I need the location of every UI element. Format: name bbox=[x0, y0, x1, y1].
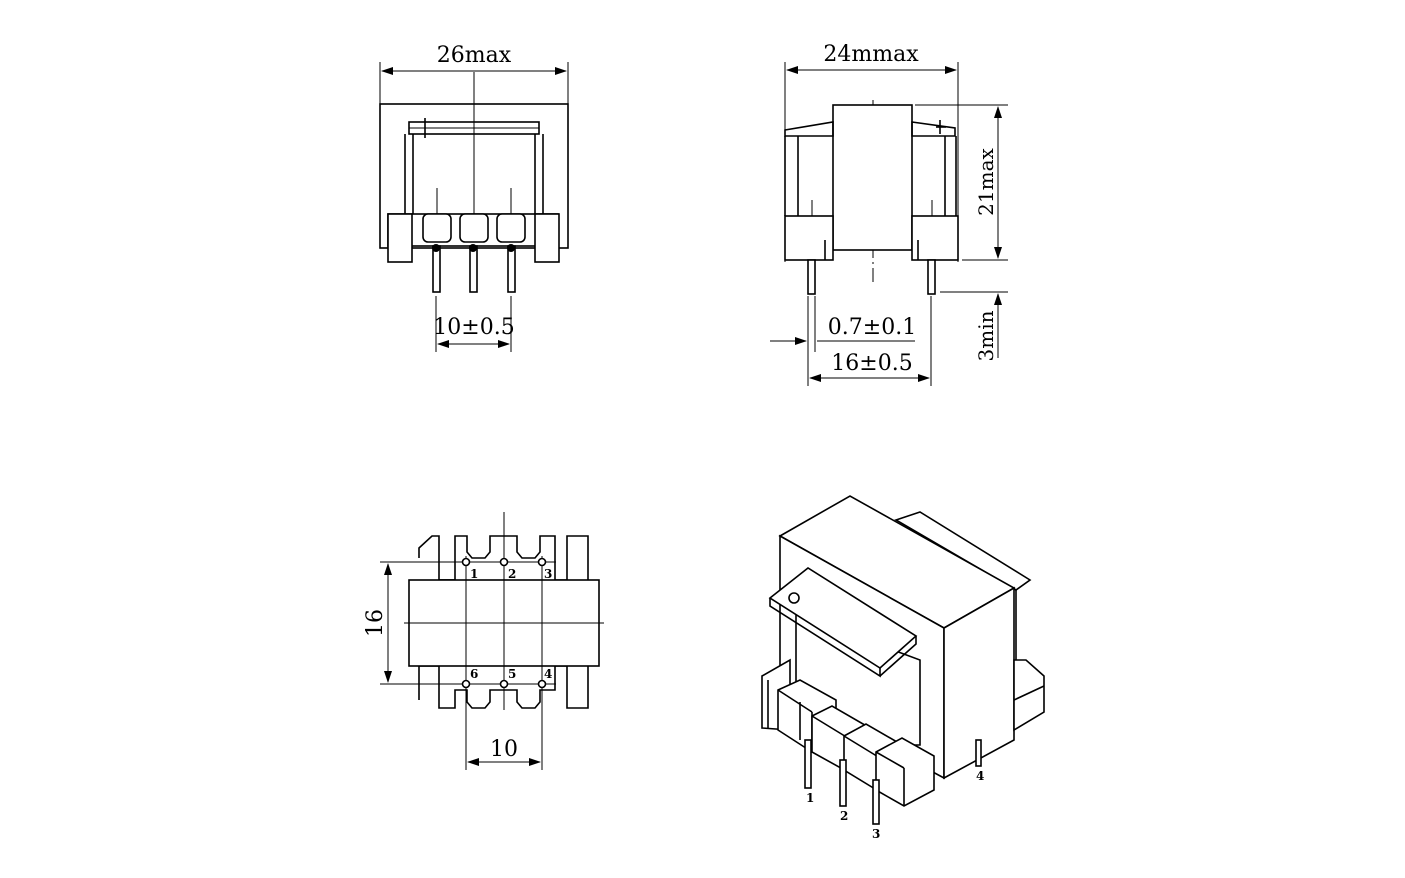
front-width-label: 26max bbox=[437, 43, 512, 68]
side-pin-length-label: 3min bbox=[974, 310, 998, 361]
iso-pin-1: 1 bbox=[806, 791, 814, 805]
bottom-row-spacing-label: 16 bbox=[363, 609, 388, 637]
bottom-pin-4: 4 bbox=[544, 667, 552, 681]
isometric-view: 1 2 3 4 bbox=[761, 495, 1045, 841]
bottom-pin-5: 5 bbox=[508, 667, 516, 681]
side-pin-dia-label: 0.7±0.1 bbox=[828, 315, 916, 340]
bottom-pin-2: 2 bbox=[508, 567, 516, 581]
bottom-view: 16 10 1 2 3 6 5 4 bbox=[363, 512, 604, 770]
bottom-pin-1: 1 bbox=[470, 567, 478, 581]
bottom-pin-3: 3 bbox=[544, 567, 552, 581]
bottom-pitch-label: 10 bbox=[490, 737, 518, 762]
side-height-label: 21max bbox=[974, 147, 998, 215]
iso-pin-3: 3 bbox=[872, 827, 880, 841]
front-pitch-label: 10±0.5 bbox=[433, 315, 514, 340]
iso-pin-4: 4 bbox=[976, 769, 984, 783]
side-width-label: 24mmax bbox=[823, 42, 919, 67]
side-view: 24mmax 21max 3min bbox=[770, 42, 1008, 386]
bottom-pin-6: 6 bbox=[470, 667, 478, 681]
front-view: 26max 10±0.5 bbox=[379, 43, 569, 352]
iso-pin-2: 2 bbox=[840, 809, 848, 823]
side-row-spacing-label: 16±0.5 bbox=[831, 351, 912, 376]
